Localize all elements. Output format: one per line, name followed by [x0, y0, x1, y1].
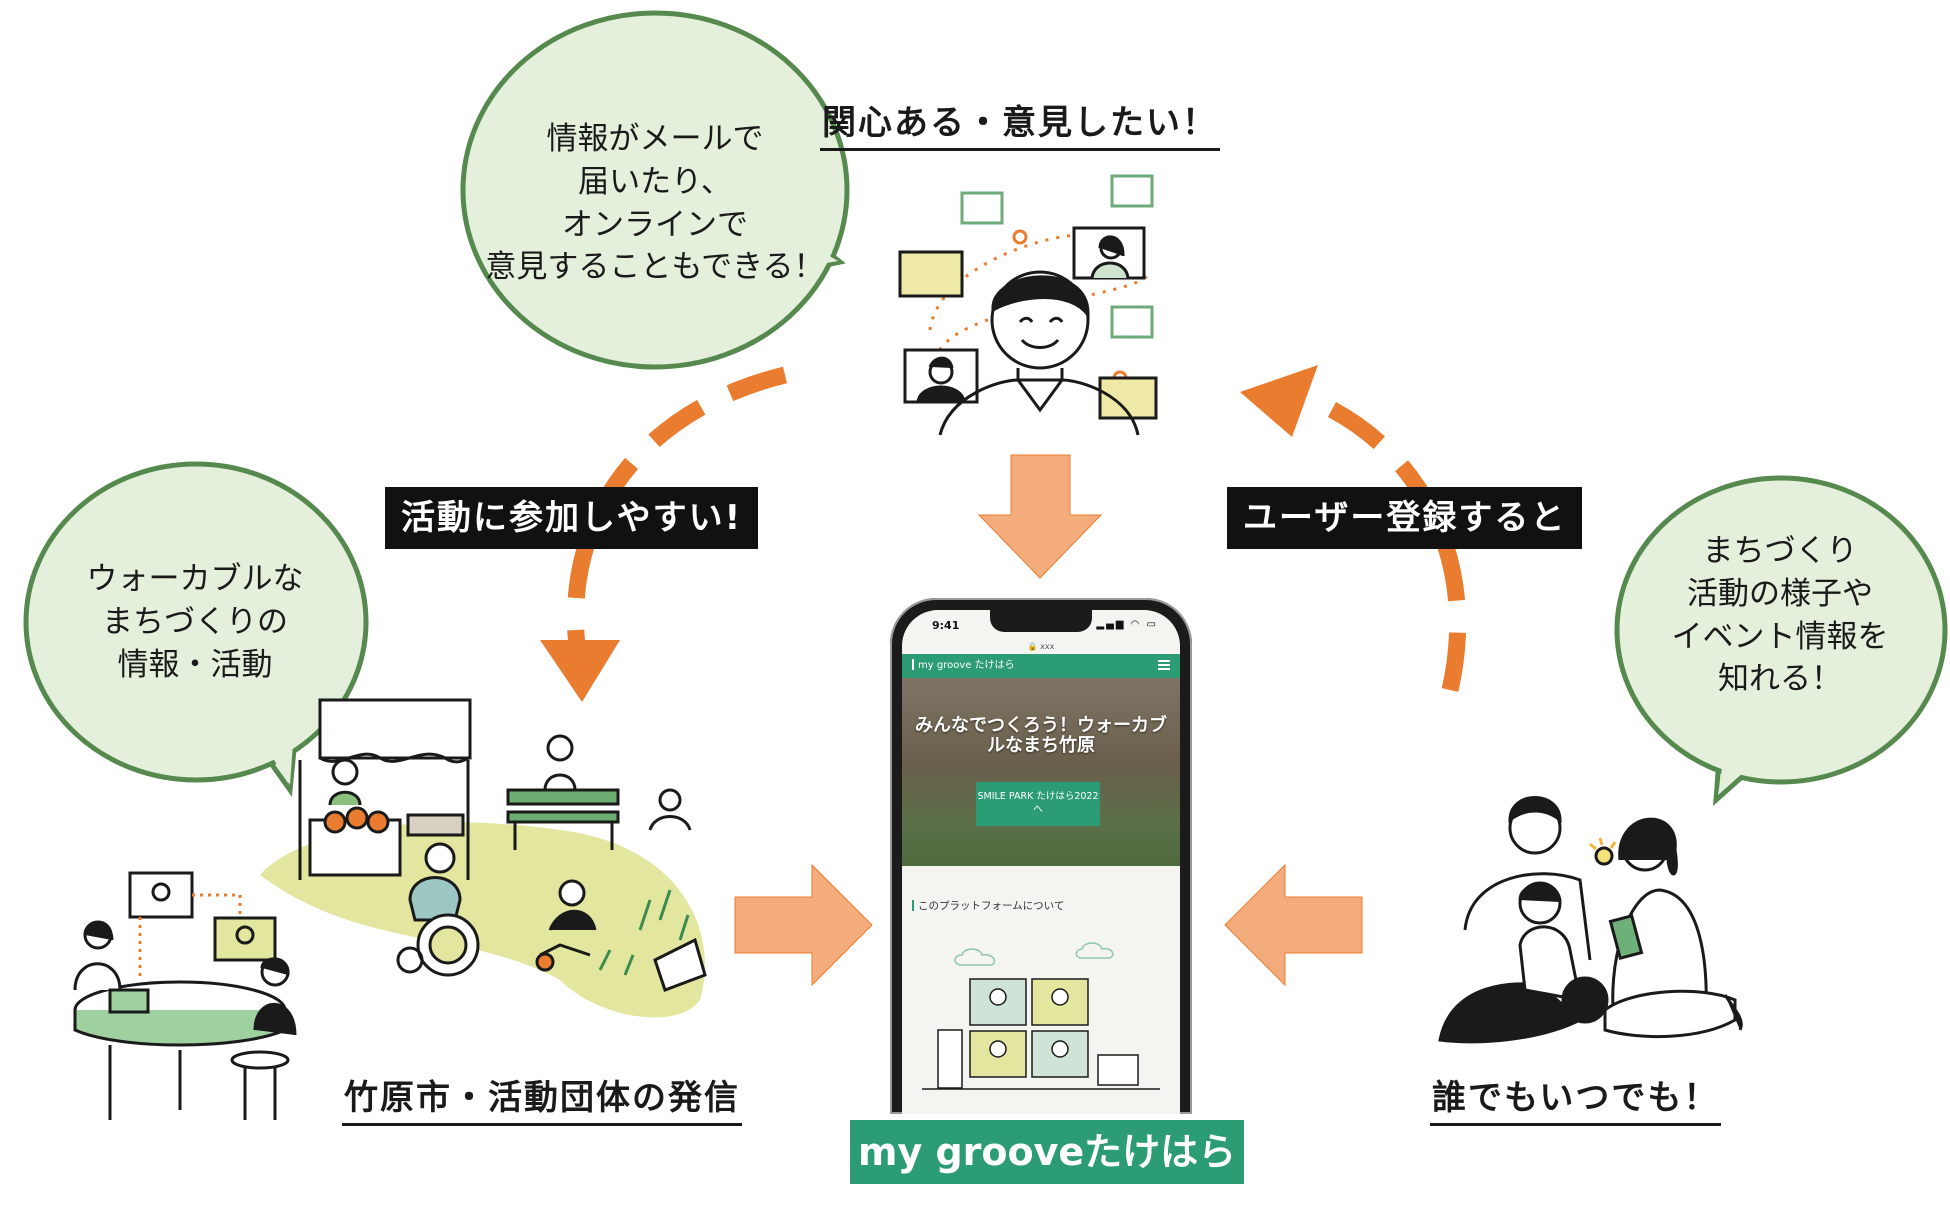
speech-bubble-left: [23, 461, 369, 797]
arrow-down-top: [977, 454, 1103, 579]
online-meeting-table-scene: [73, 871, 297, 1120]
arrow-right-left: [734, 863, 873, 987]
arrow-left-right: [1224, 863, 1363, 987]
status-time: 9:41: [932, 619, 960, 632]
about-section-title: このプラットフォームについて: [912, 898, 1064, 913]
app-header: my groove たけはら: [902, 654, 1180, 678]
speech-bubble-right: [1614, 475, 1948, 806]
hamburger-menu-icon[interactable]: [1158, 660, 1170, 670]
hero-title: みんなでつくろう！ウォーカブルなまち竹原: [915, 715, 1167, 756]
url-bar[interactable]: 🔒 xxx: [1027, 642, 1055, 651]
hero-cta-button[interactable]: SMILE PARK たけはら2022へ: [976, 782, 1100, 826]
market-and-community-activity-scene: [260, 698, 707, 1018]
heading-right: 誰でもいつでも！: [1430, 1070, 1722, 1126]
label-participate: 活動に参加しやすい!: [385, 487, 759, 549]
family-with-tablet-scene: [1438, 796, 1743, 1044]
app-title[interactable]: my groove たけはら: [918, 660, 1015, 671]
cycle-arrow-left: [540, 366, 787, 702]
heading-left: 竹原市・活動団体の発信: [342, 1070, 742, 1126]
speech-bubble-top: [460, 10, 850, 370]
about-illustration: [922, 942, 1160, 1090]
about-bar-mark: [912, 900, 914, 911]
phone-notch: [990, 610, 1092, 632]
phone-mockup: 9:41 ▂▄▆ ◠ ▭ 🔒 xxx my groove たけはら みんなでつく…: [890, 598, 1192, 1114]
phone-screen: 9:41 ▂▄▆ ◠ ▭ 🔒 xxx my groove たけはら みんなでつく…: [902, 610, 1180, 1114]
title-bar-mark: [912, 659, 914, 670]
brand-label: my grooveたけはら: [850, 1120, 1244, 1184]
heading-top: 関心ある・意見したい！: [820, 95, 1220, 151]
bubble-text-left: ウォーカブルな まちづくりの 情報・活動: [86, 561, 304, 683]
label-register: ユーザー登録すると: [1227, 487, 1583, 549]
person-with-speech-icons: [898, 174, 1158, 436]
bubble-text-right: まちづくり 活動の様子や イベント情報を 知れる！: [1671, 533, 1889, 698]
status-icons: ▂▄▆ ◠ ▭: [1096, 619, 1158, 630]
about-label-text: このプラットフォームについて: [918, 900, 1065, 912]
bubble-text-top: 情報がメールで 届いたり、 オンラインで 意見することもできる！: [485, 121, 825, 286]
hero-banner: みんなでつくろう！ウォーカブルなまち竹原 SMILE PARK たけはら2022…: [902, 678, 1180, 866]
